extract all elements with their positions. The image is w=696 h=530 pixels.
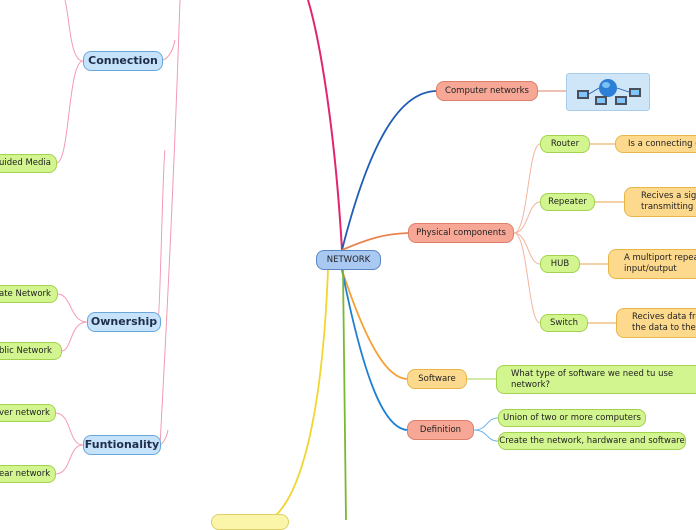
component-desc-label: Recives data from the data to the p [632,312,696,333]
funtionality-item-1[interactable]: ear network [0,465,56,483]
definition-item-label: Union of two or more computers [503,412,641,423]
topic-physical-components[interactable]: Physical components [408,223,514,243]
component-hub[interactable]: HUB [540,255,580,273]
topic-funtionality-label: Funtionality [84,438,160,452]
topic-funtionality[interactable]: Funtionality [83,435,161,455]
branch-line-physical [341,232,409,251]
component-repeater-label: Repeater [548,196,587,207]
ownership-item-label: ate Network [0,288,51,299]
topic-software[interactable]: Software [407,369,467,389]
network-illustration-image [566,73,650,111]
component-hub-desc[interactable]: A multiport repeate input/output [608,249,696,279]
component-router[interactable]: Router [540,135,590,153]
topic-computer-networks[interactable]: Computer networks [436,81,538,101]
component-switch[interactable]: Switch [540,314,588,332]
topic-ownership[interactable]: Ownership [87,312,161,332]
component-hub-label: HUB [550,258,570,269]
component-desc-label: A multiport repeate input/output [624,253,696,274]
center-label: NETWORK [326,254,371,265]
bottom-partial-node[interactable] [211,514,289,530]
ownership-item-label: blic Network [0,345,52,356]
definition-item-1[interactable]: Create the network, hardware and softwar… [498,432,686,450]
connection-item-label: uided Media [0,158,52,169]
topic-physical-components-label: Physical components [416,227,506,238]
topic-connection-label: Connection [88,54,158,68]
definition-item-0[interactable]: Union of two or more computers [498,409,646,427]
funtionality-item-label: ear network [0,468,51,479]
software-desc-label: What type of software we need tu use net… [511,368,674,390]
ownership-item-0[interactable]: ate Network [0,285,58,303]
component-repeater-desc[interactable]: Recives a signa transmitting [624,187,696,217]
topic-software-label: Software [418,373,456,384]
ownership-item-1[interactable]: blic Network [0,342,62,360]
component-switch-desc[interactable]: Recives data from the data to the p [616,308,696,338]
network-computers-icon [577,79,641,105]
definition-item-label: Create the network, hardware and softwar… [499,435,685,446]
funtionality-item-0[interactable]: ver network [0,404,56,422]
branch-line-definition [341,269,408,431]
topic-ownership-label: Ownership [90,315,158,329]
center-node-network[interactable]: NETWORK [316,250,381,270]
component-switch-label: Switch [549,317,579,328]
component-desc-label: Is a connecting de [628,138,696,149]
component-desc-label: Recives a signa transmitting [641,191,696,212]
topic-connection[interactable]: Connection [83,51,163,71]
topic-definition-label: Definition [419,424,462,435]
component-repeater[interactable]: Repeater [540,193,595,211]
left-spine [159,0,181,446]
component-router-label: Router [550,138,580,149]
branch-line-green [342,269,347,520]
branch-line-yellow [269,269,329,520]
component-router-desc[interactable]: Is a connecting de [615,135,696,153]
funtionality-item-label: ver network [0,407,50,418]
connection-item[interactable]: uided Media [0,154,57,173]
branch-line-connection [307,0,343,251]
branch-line-computer-networks [341,90,437,251]
topic-definition[interactable]: Definition [407,420,474,440]
topic-computer-networks-label: Computer networks [445,85,529,96]
software-desc[interactable]: What type of software we need tu use net… [496,365,696,394]
branch-line-software [341,269,408,380]
